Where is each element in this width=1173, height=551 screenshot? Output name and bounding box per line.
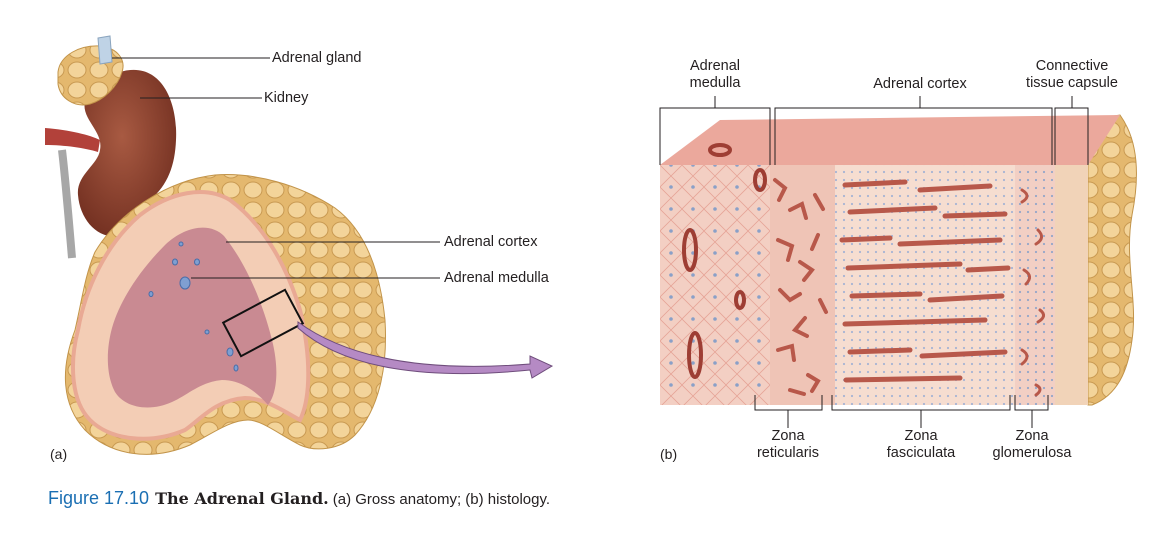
medulla-region xyxy=(107,227,277,408)
panel-a-letter: (a) xyxy=(50,446,68,462)
medulla-vessels-b xyxy=(682,143,767,379)
label-adrenal-medulla-b: Adrenal medulla xyxy=(670,58,760,92)
adrenal-vessel xyxy=(97,35,113,65)
histology-inset-box xyxy=(221,288,305,358)
label-zona-glomerulosa: Zona glomerulosa xyxy=(982,428,1082,462)
label-adrenal-cortex-b: Adrenal cortex xyxy=(873,76,967,92)
label-capsule-line2: tissue capsule xyxy=(1026,75,1118,91)
label-zona-fasciculata-line2: fasciculata xyxy=(886,445,956,461)
label-adrenal-medulla-a: Adrenal medulla xyxy=(444,270,549,286)
block-top xyxy=(660,115,1120,165)
renal-vessels xyxy=(45,128,100,152)
label-zona-reticularis-line2: reticularis xyxy=(756,445,820,461)
label-zona-reticularis-line1: Zona xyxy=(771,428,805,444)
label-adrenal-gland: Adrenal gland xyxy=(272,50,362,66)
caption-text: (a) Gross anatomy; (b) histology. xyxy=(332,491,551,508)
label-zona-fasciculata-line1: Zona xyxy=(904,428,938,444)
capsule-fat xyxy=(1087,114,1137,406)
panel-b-letter: (b) xyxy=(660,446,678,462)
reticularis-cords xyxy=(773,178,828,396)
label-adrenal-medulla-b-line2: medulla xyxy=(689,75,741,91)
label-zona-glomerulosa-line1: Zona xyxy=(1015,428,1049,444)
gross-anatomy-panel xyxy=(45,35,554,455)
label-zona-reticularis: Zona reticularis xyxy=(743,428,833,462)
panel-b-leaders xyxy=(659,96,1089,428)
ureter xyxy=(58,149,76,259)
label-zona-fasciculata: Zona fasciculata xyxy=(871,428,971,462)
magnify-arrow xyxy=(297,321,554,379)
caption-title: The Adrenal Gland. xyxy=(155,489,329,508)
histology-panel xyxy=(659,96,1137,428)
figure-caption: Figure 17.10 The Adrenal Gland.(a) Gross … xyxy=(48,488,550,509)
label-capsule-line1: Connective xyxy=(1035,58,1109,74)
label-connective-tissue-capsule: Connective tissue capsule xyxy=(1012,58,1132,92)
glomerulosa-cords xyxy=(1020,188,1045,397)
label-adrenal-medulla-b-line1: Adrenal xyxy=(690,58,740,74)
label-adrenal-cortex-a: Adrenal cortex xyxy=(444,234,538,250)
capsule-block xyxy=(1055,165,1088,405)
caption-number: Figure 17.10 xyxy=(48,488,150,508)
medulla-vessels xyxy=(148,241,239,372)
label-kidney: Kidney xyxy=(264,90,309,106)
panel-a-leaders xyxy=(112,57,440,279)
kidney-shape xyxy=(77,69,177,237)
fasciculata-cords xyxy=(839,179,1011,383)
medulla-block xyxy=(660,165,770,405)
fasciculata-block xyxy=(835,165,1015,405)
label-zona-glomerulosa-line2: glomerulosa xyxy=(992,445,1072,461)
